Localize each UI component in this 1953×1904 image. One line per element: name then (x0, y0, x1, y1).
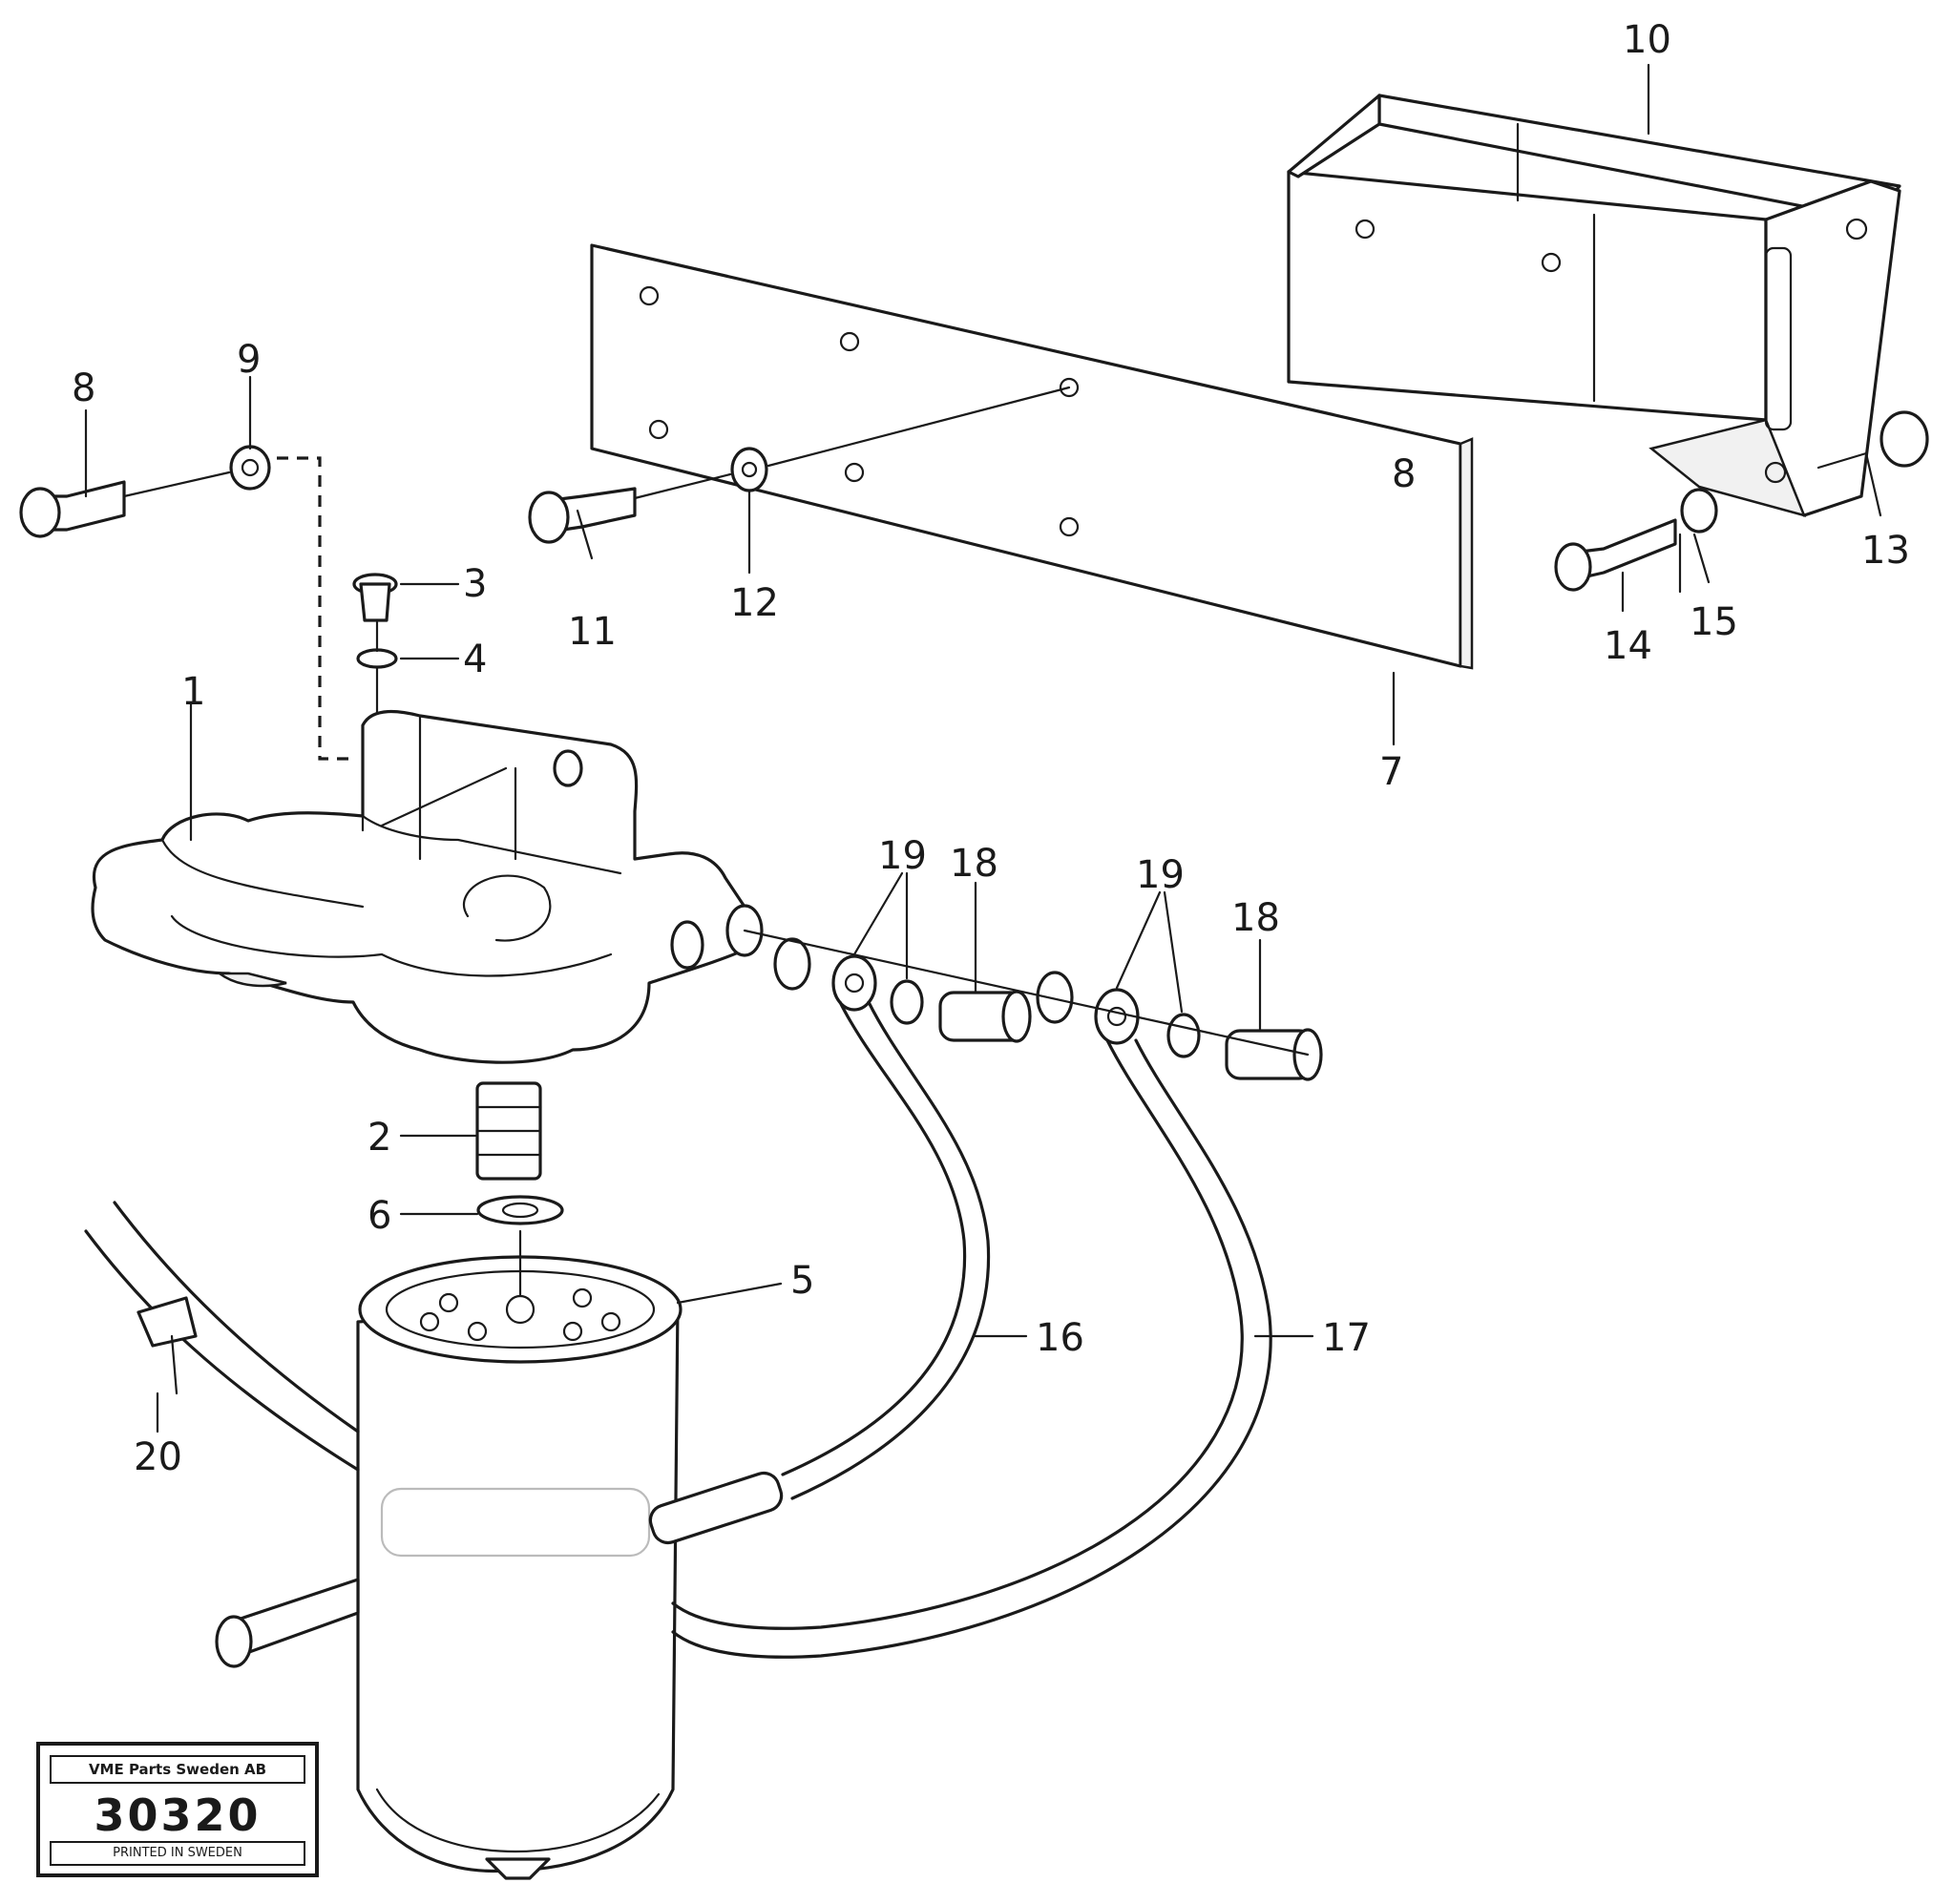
leader-lines (84, 63, 1882, 1433)
bolt-8-left (19, 445, 353, 761)
callout-19-right: 19 (1136, 853, 1185, 897)
callout-8-right: 8 (1392, 452, 1416, 496)
bolt-14 (1554, 410, 1929, 592)
callout-9: 9 (237, 338, 261, 382)
callout-16: 16 (1036, 1316, 1084, 1360)
mounting-plate (590, 243, 1474, 670)
callout-15: 15 (1690, 600, 1738, 644)
callout-5: 5 (790, 1259, 814, 1303)
filter-head (91, 709, 764, 1064)
callout-18-left: 18 (950, 842, 998, 886)
filter-cartridge (356, 1229, 682, 1880)
callout-14: 14 (1604, 624, 1652, 668)
callout-17: 17 (1322, 1316, 1371, 1360)
callout-18-right: 18 (1231, 896, 1280, 940)
banjo-fittings (743, 929, 1323, 1081)
bolt-11 (528, 386, 1071, 544)
stamp-illustration-number: 30320 (94, 1789, 262, 1841)
pipe-and-clamp (84, 1201, 360, 1668)
callout-1: 1 (181, 670, 205, 714)
callout-11: 11 (568, 610, 617, 654)
publisher-stamp: VME Parts Sweden AB 30320 PRINTED IN SWE… (36, 1742, 319, 1877)
stamp-footer: PRINTED IN SWEDEN (50, 1841, 305, 1866)
callout-4: 4 (463, 638, 487, 681)
callout-3: 3 (463, 562, 487, 606)
callout-10: 10 (1623, 18, 1671, 62)
callout-6: 6 (368, 1194, 391, 1238)
callout-2: 2 (368, 1116, 391, 1160)
box-bracket (1287, 94, 1901, 517)
callout-20: 20 (134, 1435, 182, 1479)
nipple-2 (475, 1081, 564, 1225)
callout-19-left: 19 (878, 834, 927, 878)
callout-8-left: 8 (72, 366, 95, 410)
stamp-publisher: VME Parts Sweden AB (50, 1755, 305, 1784)
plug-3 (352, 573, 398, 727)
callout-13: 13 (1861, 529, 1910, 573)
hoses (648, 1000, 1272, 1659)
callout-labels: 10 1 3 4 8 9 8 7 11 12 13 14 15 2 6 5 16… (72, 18, 1910, 1479)
callout-7: 7 (1379, 750, 1403, 794)
callout-12: 12 (730, 581, 779, 625)
